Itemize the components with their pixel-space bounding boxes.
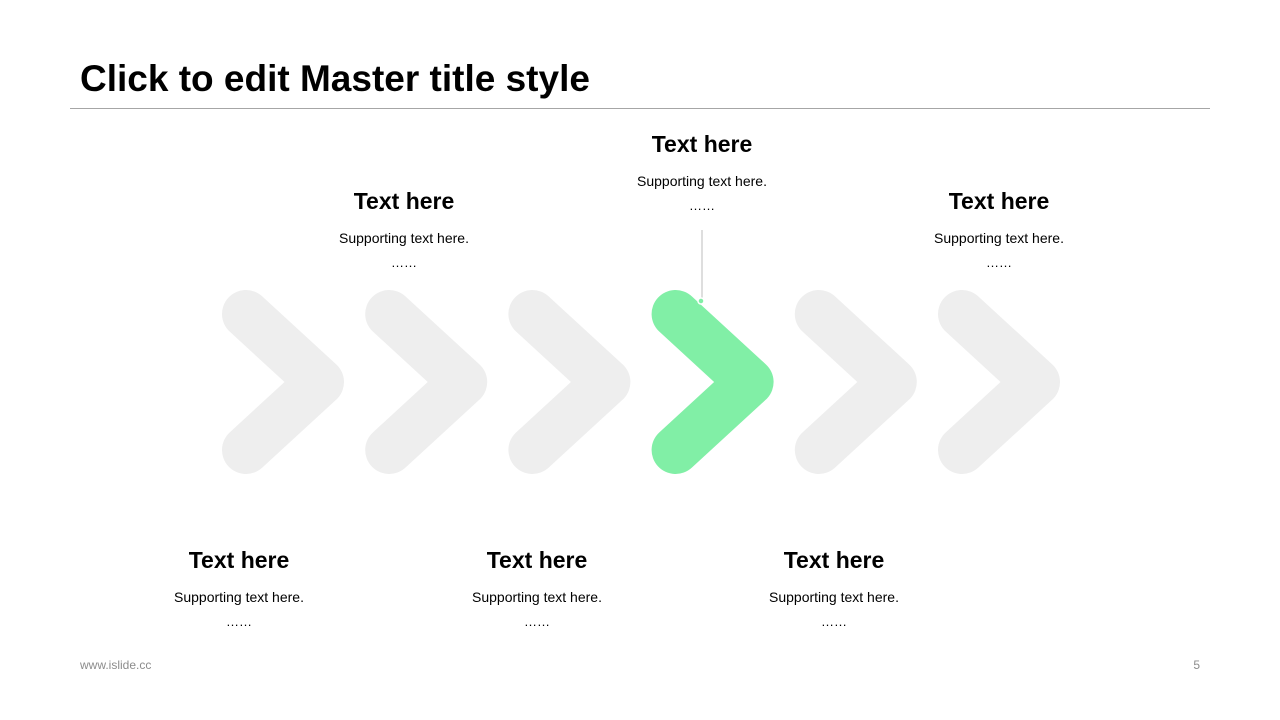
block-heading[interactable]: Text here <box>188 547 290 573</box>
chevron-step[interactable] <box>508 290 631 474</box>
block-ellipsis: …… <box>391 255 417 270</box>
chevron-step-active[interactable] <box>651 290 774 474</box>
block-heading[interactable]: Text here <box>783 547 885 573</box>
chevron-step[interactable] <box>365 290 488 474</box>
text-block-upper-right: Text here Supporting text here. …… <box>869 187 1129 270</box>
text-block-upper-left: Text here Supporting text here. …… <box>274 187 534 270</box>
page-number: 5 <box>1193 658 1200 672</box>
block-heading[interactable]: Text here <box>948 188 1050 214</box>
block-heading[interactable]: Text here <box>651 131 753 157</box>
block-heading[interactable]: Text here <box>353 188 455 214</box>
block-ellipsis: …… <box>986 255 1012 270</box>
block-ellipsis: …… <box>524 614 550 629</box>
block-supporting-text[interactable]: Supporting text here. <box>934 230 1064 246</box>
block-supporting-text[interactable]: Supporting text here. <box>339 230 469 246</box>
chevron-step[interactable] <box>222 290 344 474</box>
block-heading[interactable]: Text here <box>486 547 588 573</box>
block-ellipsis: …… <box>689 198 715 213</box>
block-ellipsis: …… <box>821 614 847 629</box>
chevron-step[interactable] <box>794 290 917 474</box>
text-block-upper-center: Text here Supporting text here. …… <box>572 130 832 213</box>
chevron-step[interactable] <box>938 290 1060 474</box>
block-supporting-text[interactable]: Supporting text here. <box>769 589 899 605</box>
text-block-lower-center: Text here Supporting text here. …… <box>407 546 667 629</box>
title-divider <box>70 108 1210 109</box>
text-block-lower-left: Text here Supporting text here. …… <box>109 546 369 629</box>
text-block-lower-right: Text here Supporting text here. …… <box>704 546 964 629</box>
block-supporting-text[interactable]: Supporting text here. <box>174 589 304 605</box>
block-supporting-text[interactable]: Supporting text here. <box>472 589 602 605</box>
slide-title[interactable]: Click to edit Master title style <box>80 58 590 99</box>
block-ellipsis: …… <box>226 614 252 629</box>
block-supporting-text[interactable]: Supporting text here. <box>637 173 767 189</box>
callout-connector <box>697 230 705 305</box>
footer-url: www.islide.cc <box>80 658 152 672</box>
